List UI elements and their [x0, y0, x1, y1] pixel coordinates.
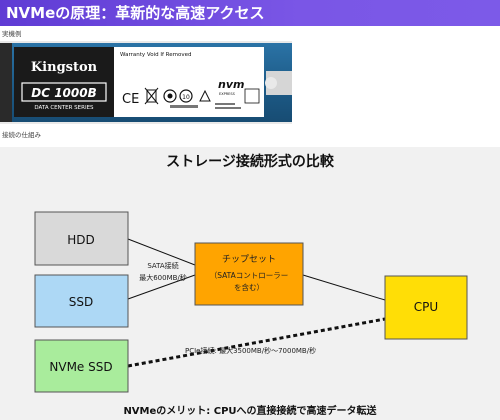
nvme-node: NVMe SSD — [34, 339, 129, 393]
chipset-line-2: （SATAコントローラー — [210, 271, 289, 280]
brand-logo: Kingston — [31, 60, 98, 75]
label-black-area — [14, 47, 114, 117]
mechanism-label: 接続の仕組み — [2, 131, 41, 139]
ssd-box — [34, 274, 129, 328]
age-10-icon: 10 — [179, 89, 193, 103]
recycle-icon — [199, 89, 211, 102]
label-fineprint — [215, 107, 241, 109]
nvme-cpu-line — [127, 317, 386, 368]
hdd-chipset-line — [127, 238, 196, 266]
series-name: DATA CENTER SERIES — [34, 105, 94, 111]
nvme-label: NVMe SSD — [49, 360, 112, 374]
model-name: DC 1000B — [31, 86, 97, 100]
pcb-connector — [0, 43, 12, 122]
warranty-text: Warranty Void If Removed — [120, 52, 191, 58]
qr-code — [244, 88, 260, 104]
nvm-logo: nvm — [218, 78, 244, 91]
sata-label-1: SATA接続 — [147, 261, 178, 270]
fcc-icon — [163, 89, 177, 103]
chipset-line-1: チップセット — [222, 254, 276, 265]
chipset-cpu-line — [302, 274, 386, 301]
pcie-label: PCIe接続: 最大3500MB/秒〜7000MB/秒 — [185, 346, 316, 355]
chipset-line-3: を含む） — [234, 282, 264, 292]
example-label: 実機例 — [2, 30, 22, 38]
cpu-box — [384, 275, 468, 340]
diagram-panel: ストレージ接続形式の比較 HDD SSD NVMe SSD チップセット （SA… — [0, 147, 500, 420]
cpu-node: CPU — [384, 275, 468, 340]
ssd-label: SSD — [69, 295, 93, 309]
page-title: NVMeの原理：革新的な高速アクセス — [0, 0, 500, 26]
ssd-chipset-line — [127, 274, 196, 300]
product-photo: Kingston DC 1000B DATA CENTER SERIES War… — [0, 41, 292, 124]
label-fineprint — [215, 103, 235, 105]
hdd-node: HDD — [34, 211, 129, 266]
svg-text:CE: CE — [122, 92, 139, 107]
ce-mark-icon: CE — [122, 92, 139, 107]
svg-text:10: 10 — [182, 94, 190, 101]
model-box — [21, 82, 107, 102]
screw-hole — [265, 77, 277, 89]
ssd-node: SSD — [34, 274, 129, 328]
sata-label-2: 最大600MB/秒 — [139, 273, 187, 282]
diagram-footer: NVMeのメリット: CPUへの直接接続で高速データ転送 — [123, 404, 377, 417]
chipset-box — [194, 242, 304, 306]
label-fineprint — [170, 105, 198, 108]
diagram-title: ストレージ接続形式の比較 — [166, 153, 335, 170]
hdd-box — [34, 211, 129, 266]
hdd-label: HDD — [67, 233, 95, 247]
nvm-express-sub: EXPRESS — [219, 92, 236, 96]
cpu-label: CPU — [414, 300, 438, 314]
weee-bin-icon — [144, 87, 159, 105]
nvme-box — [34, 339, 129, 393]
chipset-node: チップセット （SATAコントローラー を含む） — [194, 242, 304, 306]
